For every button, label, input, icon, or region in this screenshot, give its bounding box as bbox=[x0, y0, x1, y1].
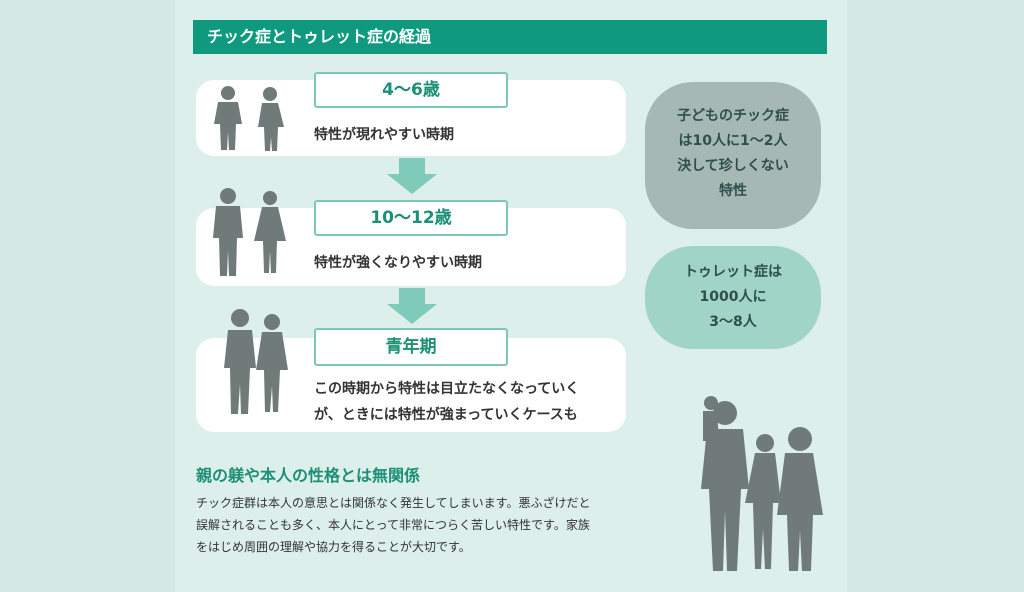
child-silhouettes-icon bbox=[214, 86, 284, 151]
bubble-2-line-1: トゥレット症は bbox=[684, 264, 782, 280]
page-title: チック症とトゥレット症の経過 bbox=[193, 20, 827, 54]
bubble-2-line-2: 1000人に bbox=[699, 289, 767, 305]
section-body: チック症群は本人の意思とは関係なく発生してしまいます。悪ふざけだと 誤解されるこ… bbox=[196, 492, 666, 558]
body-line-3: をはじめ周囲の理解や協力を得ることが大切です。 bbox=[196, 540, 471, 554]
section-heading: 親の躾や本人の性格とは無関係 bbox=[196, 466, 421, 485]
bubble-1-line-2: は10人に1～2人 bbox=[678, 133, 788, 149]
age-label-2: 10～12歳 bbox=[314, 200, 508, 236]
stage-desc-3-line-2: が、ときには特性が強まっていくケースも bbox=[314, 407, 578, 423]
bubble-1-line-3: 決して珍しくない bbox=[677, 158, 789, 174]
stage-desc-1: 特性が現れやすい時期 bbox=[314, 127, 454, 143]
body-line-2: 誤解されることも多く、本人にとって非常につらく苦しい特性です。家族 bbox=[196, 518, 590, 532]
right-margin bbox=[847, 0, 1024, 592]
age-label-3: 青年期 bbox=[314, 328, 508, 366]
tic-prevalence-bubble: 子どものチック症 は10人に1～2人 決して珍しくない 特性 bbox=[645, 82, 821, 229]
stage-desc-2: 特性が強くなりやすい時期 bbox=[314, 255, 482, 271]
teen-silhouettes-icon bbox=[224, 309, 288, 414]
left-margin bbox=[0, 0, 175, 592]
bubble-2-line-3: 3～8人 bbox=[709, 314, 757, 330]
body-line-1: チック症群は本人の意思とは関係なく発生してしまいます。悪ふざけだと bbox=[196, 496, 591, 510]
bubble-1-line-1: 子どものチック症 bbox=[677, 108, 789, 124]
preteen-silhouettes-icon bbox=[213, 188, 286, 276]
bubble-1-line-4: 特性 bbox=[719, 183, 747, 199]
stage-desc-3-line-1: この時期から特性は目立たなくなっていく bbox=[314, 381, 580, 397]
tourette-prevalence-bubble: トゥレット症は 1000人に 3～8人 bbox=[645, 246, 821, 349]
family-silhouette-icon bbox=[701, 396, 823, 571]
age-label-1: 4～6歳 bbox=[314, 72, 508, 108]
